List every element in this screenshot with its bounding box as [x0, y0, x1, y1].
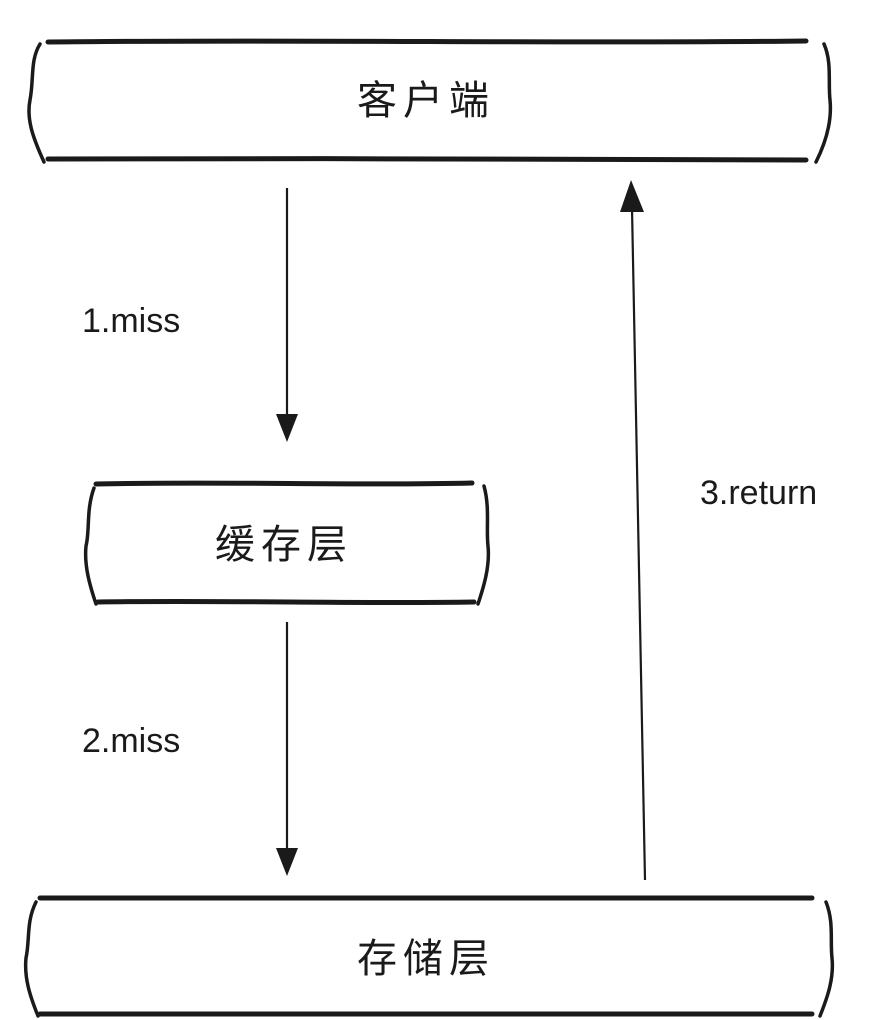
arrow-1-head [276, 414, 298, 442]
edge-1-label: 1.miss [82, 302, 180, 340]
client-bottom-rule [45, 155, 809, 163]
arrow-3-line [630, 207, 647, 881]
arrow-2-head [276, 848, 298, 876]
storage-label: 存储层 [357, 936, 495, 982]
client-node: 客户端 [27, 38, 833, 164]
cache-left-brace [83, 486, 98, 606]
storage-right-brace [818, 900, 835, 1018]
cache-label: 缓存层 [215, 522, 353, 568]
storage-left-brace [23, 900, 40, 1018]
client-right-brace [814, 42, 833, 164]
cache-top-rule [93, 480, 475, 487]
cache-node: 缓存层 [83, 480, 491, 606]
edge-3-label: 3.return [700, 474, 817, 512]
edge-storage-to-client: 3.return [620, 180, 817, 881]
client-top-rule [45, 38, 809, 45]
edge-2-label: 2.miss [82, 722, 180, 760]
edge-cache-to-storage: 2.miss [82, 622, 298, 876]
cache-bottom-rule [95, 598, 477, 606]
arrow-3-head [620, 180, 644, 212]
storage-bottom-rule [37, 1010, 815, 1018]
cache-right-brace [476, 484, 491, 606]
storage-node: 存储层 [23, 894, 835, 1018]
client-label: 客户端 [357, 78, 495, 124]
storage-top-rule [37, 894, 815, 902]
edge-client-to-cache: 1.miss [82, 188, 298, 442]
client-left-brace [27, 42, 46, 164]
